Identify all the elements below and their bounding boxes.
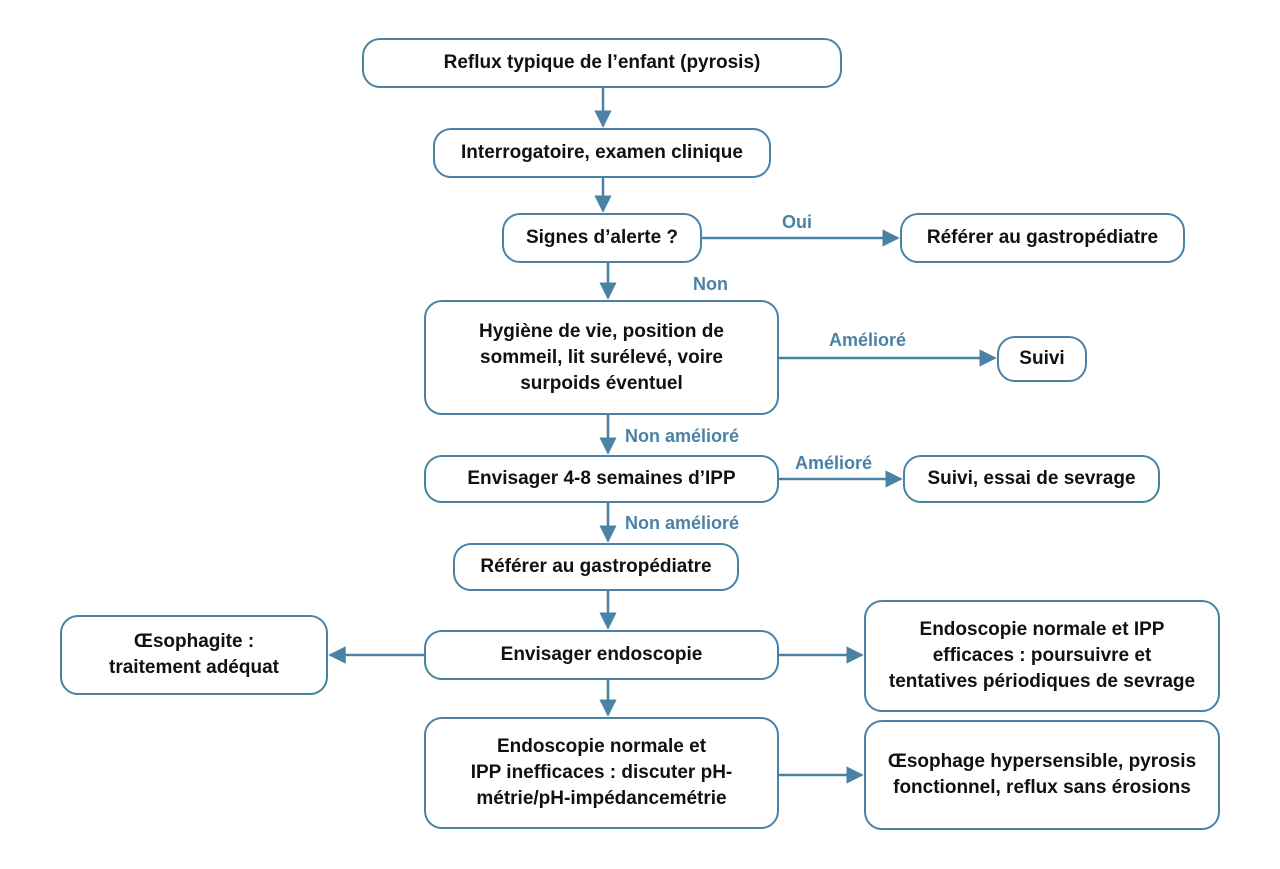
edge-label-non-ameliore-1: Non amélioré: [625, 426, 740, 446]
node-oesophage-hypersensible: Œsophage hypersensible, pyrosis fonction…: [864, 720, 1220, 830]
edge-label-non: Non: [693, 274, 728, 294]
node-interrogatoire: Interrogatoire, examen clinique: [433, 128, 771, 178]
edge-label-oui: Oui: [782, 212, 812, 232]
node-endoscopie-normale-efficace: Endoscopie normale et IPP efficaces : po…: [864, 600, 1220, 712]
node-oesophagite: Œsophagite : traitement adéquat: [60, 615, 328, 695]
node-suivi-sevrage: Suivi, essai de sevrage: [903, 455, 1160, 503]
node-signes-alerte: Signes d’alerte ?: [502, 213, 702, 263]
node-endoscopie: Envisager endoscopie: [424, 630, 779, 680]
node-start: Reflux typique de l’enfant (pyrosis): [362, 38, 842, 88]
edge-label-ameliore-2: Amélioré: [795, 453, 873, 473]
node-ipp: Envisager 4-8 semaines d’IPP: [424, 455, 779, 503]
node-hygiene: Hygiène de vie, position de sommeil, lit…: [424, 300, 779, 415]
node-endoscopie-normale-inefficace: Endoscopie normale et IPP inefficaces : …: [424, 717, 779, 829]
node-referer-gastropediatre-1: Référer au gastropédiatre: [900, 213, 1185, 263]
edge-label-non-ameliore-2: Non amélioré: [625, 513, 740, 533]
node-suivi: Suivi: [997, 336, 1087, 382]
node-referer-gastropediatre-2: Référer au gastropédiatre: [453, 543, 739, 591]
edge-label-ameliore-1: Amélioré: [829, 330, 907, 350]
